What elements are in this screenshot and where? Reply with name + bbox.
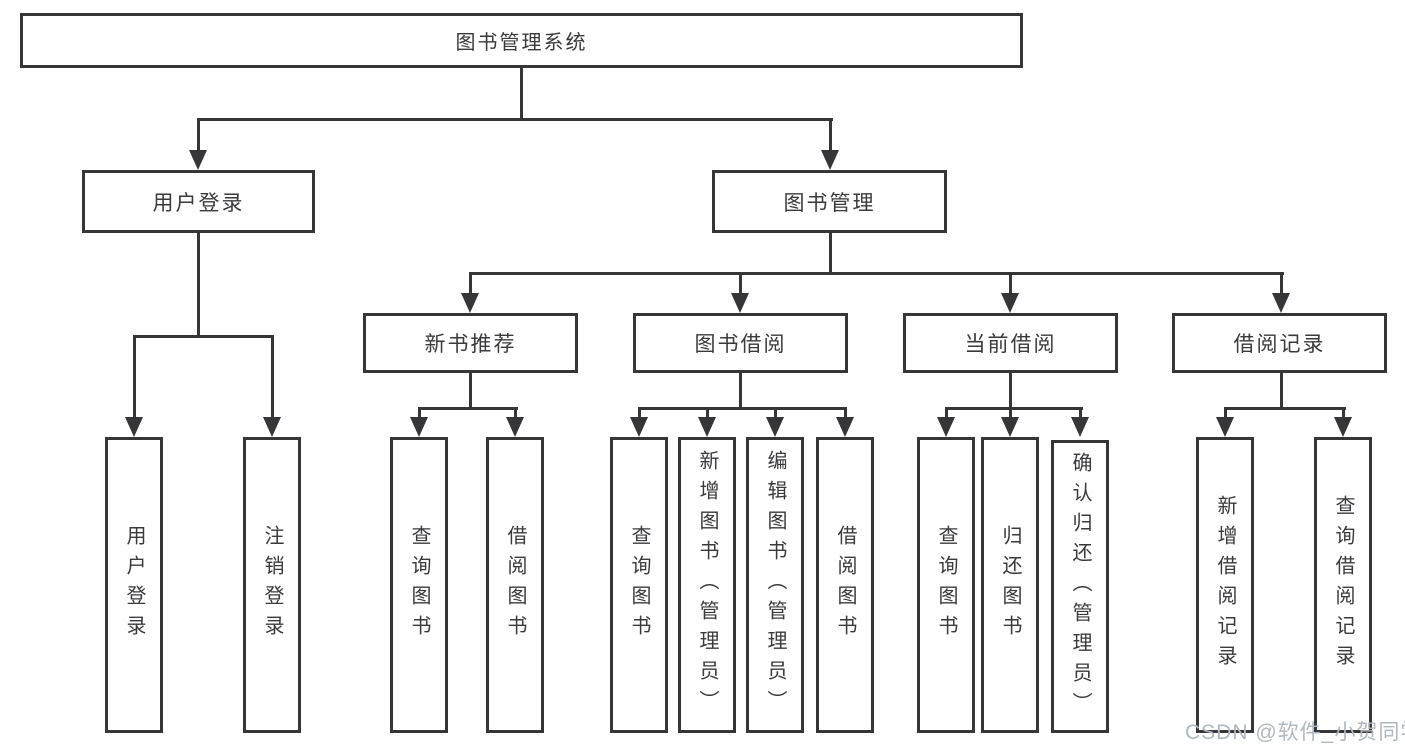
leaf-user-login: 用户登录: [105, 437, 163, 733]
arrowhead-user-login: [189, 150, 207, 170]
leaf-borrow-books: 借阅图书: [816, 437, 874, 733]
leaf-borrow-books-recommend: 借阅图书: [486, 437, 544, 733]
connector-drop-query-books-2: [638, 407, 641, 420]
connector-drop-leaf-logout: [271, 335, 274, 419]
connector-drop-new-book: [469, 272, 472, 295]
connector-level1-rail: [197, 118, 833, 121]
arrowhead-borrowing-records: [1272, 293, 1290, 313]
leaf-logout: 注销登录: [243, 437, 301, 733]
connector-drop-edit-books: [774, 407, 777, 420]
connector-drop-leaf-user-login: [133, 335, 136, 419]
connector-level2-rail: [469, 272, 1284, 275]
leaf-query-books-recommend: 查询图书: [390, 437, 448, 733]
arrowhead-query-record: [1334, 417, 1352, 437]
connector-currentborrow-rail: [945, 407, 1083, 410]
leaf-query-books-current: 查询图书: [917, 437, 975, 733]
node-library-management-system: 图书管理系统: [20, 13, 1023, 68]
arrowhead-edit-books: [766, 417, 784, 437]
arrowhead-borrow-books-2: [836, 417, 854, 437]
arrowhead-confirm-return: [1071, 417, 1089, 437]
connector-user-stem: [197, 233, 200, 338]
arrowhead-book-management: [821, 150, 839, 170]
leaf-confirm-return-admin: 确认归还（管理员）: [1051, 440, 1109, 733]
node-book-borrowing: 图书借阅: [633, 313, 848, 373]
leaf-query-books-borrow: 查询图书: [610, 437, 668, 733]
connector-drop-add-record: [1224, 407, 1227, 420]
connector-drop-confirm-return: [1079, 407, 1082, 420]
connector-drop-query-books-3: [945, 407, 948, 420]
connector-drop-user-login: [197, 118, 200, 154]
arrowhead-query-books-2: [630, 417, 648, 437]
arrowhead-return-books: [1001, 417, 1019, 437]
arrowhead-new-book: [461, 293, 479, 313]
arrowhead-current-borrowing: [1001, 293, 1019, 313]
arrowhead-leaf-user-login: [125, 417, 143, 437]
leaf-return-books: 归还图书: [981, 437, 1039, 733]
leaf-add-borrow-record: 新增借阅记录: [1196, 437, 1254, 733]
connector-newbook-stem: [469, 373, 472, 410]
arrowhead-query-books-3: [937, 417, 955, 437]
connector-drop-borrow-books-2: [844, 407, 847, 420]
node-current-borrowing: 当前借阅: [903, 313, 1118, 373]
connector-bookborrow-rail: [638, 407, 847, 410]
connector-drop-query-record: [1342, 407, 1345, 420]
connector-records-rail: [1224, 407, 1346, 410]
connector-user-rail: [133, 335, 274, 338]
node-borrowing-records: 借阅记录: [1172, 313, 1387, 373]
connector-records-stem: [1280, 373, 1283, 410]
connector-root-stem: [520, 68, 523, 120]
connector-currentborrow-stem: [1009, 373, 1012, 410]
node-user-login: 用户登录: [82, 170, 315, 233]
leaf-query-borrow-record: 查询借阅记录: [1314, 437, 1372, 733]
leaf-edit-books-admin: 编辑图书（管理员）: [746, 437, 804, 733]
connector-drop-borrowing-records: [1280, 272, 1283, 295]
node-new-book-recommendation: 新书推荐: [363, 313, 578, 373]
connector-drop-book-borrowing: [739, 272, 742, 295]
arrowhead-query-books-1: [410, 417, 428, 437]
connector-drop-return-books: [1009, 407, 1012, 420]
arrowhead-book-borrowing: [731, 293, 749, 313]
connector-drop-current-borrowing: [1009, 272, 1012, 295]
connector-book-stem: [829, 233, 832, 275]
arrowhead-leaf-logout: [263, 417, 281, 437]
connector-drop-add-books: [706, 407, 709, 420]
connector-drop-borrow-books-1: [514, 407, 517, 420]
connector-drop-query-books-1: [418, 407, 421, 420]
arrowhead-add-record: [1216, 417, 1234, 437]
leaf-add-books-admin: 新增图书（管理员）: [678, 437, 736, 733]
arrowhead-borrow-books-1: [506, 417, 524, 437]
connector-newbook-rail: [418, 407, 518, 410]
connector-bookborrow-stem: [739, 373, 742, 410]
node-book-management: 图书管理: [712, 170, 947, 233]
csdn-watermark: CSDN @软件_小贺同学: [1185, 721, 1405, 744]
connector-drop-book-management: [829, 118, 832, 154]
arrowhead-add-books: [698, 417, 716, 437]
